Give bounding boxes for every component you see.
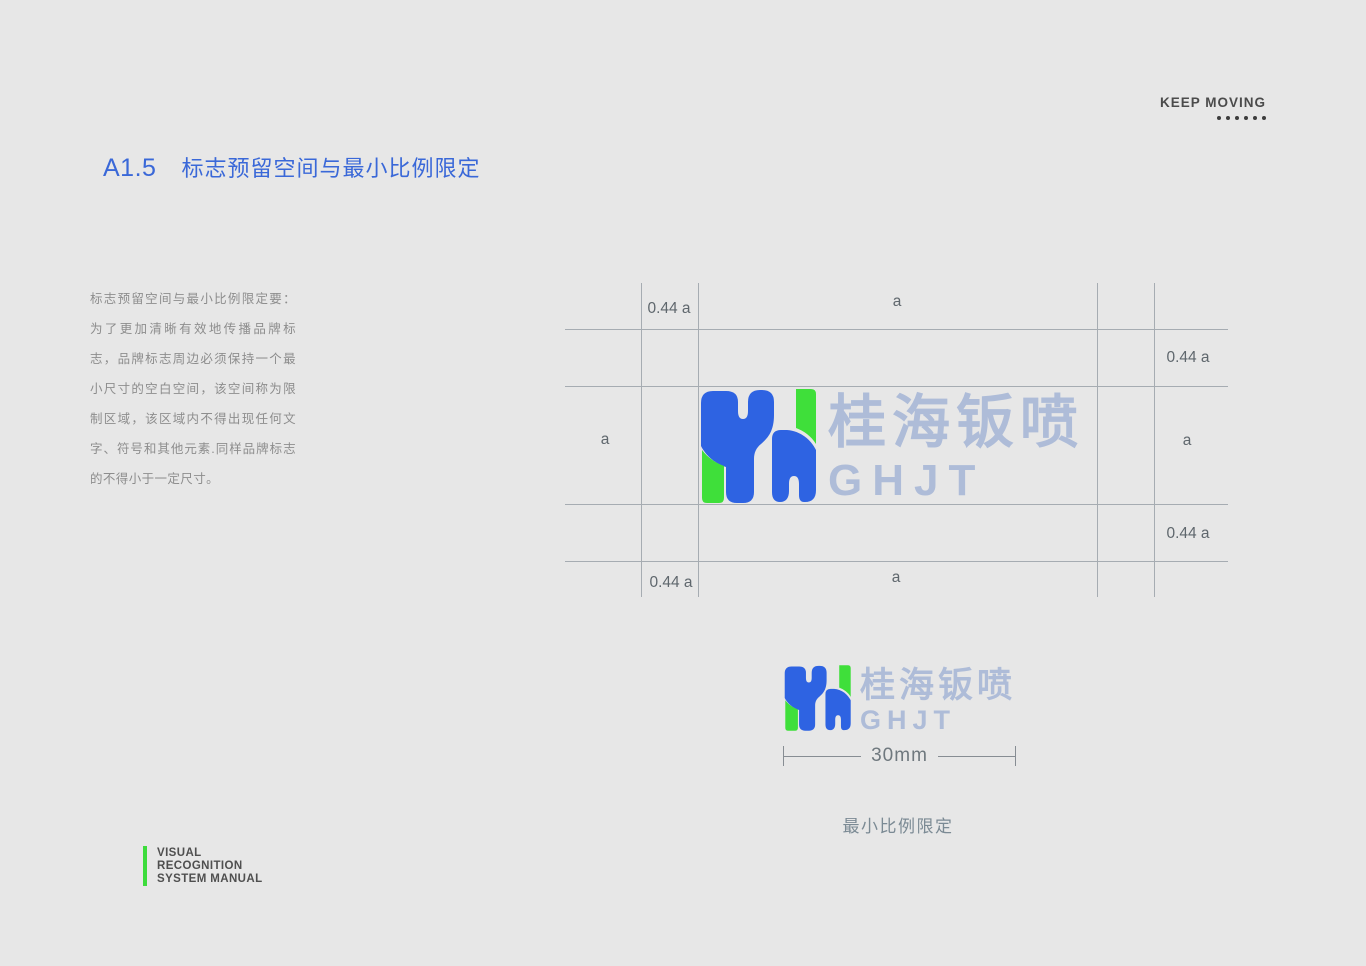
section-title: A1.5 标志预留空间与最小比例限定 [103, 151, 480, 183]
measure-label-right-middle: a [1182, 432, 1192, 449]
logo-icon [698, 387, 820, 505]
logo-wordmark: 桂海钣喷 GHJT [828, 394, 1084, 503]
measure-label-left-middle: a [600, 431, 610, 448]
grid-line-vertical-3 [1097, 283, 1098, 597]
logo-latin-name: GHJT [860, 705, 957, 735]
measure-label-top-left: 0.44 a [647, 300, 691, 317]
clearspace-grid: 0.44 a a 0.44 a a a 0.44 a 0.44 a a [565, 283, 1228, 597]
grid-line-horizontal-4 [565, 561, 1228, 562]
footer-line-3: SYSTEM MANUAL [157, 873, 263, 885]
keep-moving-slogan: KEEP MOVING [1160, 95, 1266, 120]
grid-line-vertical-1 [641, 283, 642, 597]
grid-line-vertical-2 [698, 283, 699, 597]
logo-latin-name: GHJT [828, 456, 986, 505]
measure-label-bottom-center: a [891, 569, 901, 586]
footer-manual-label: VISUAL RECOGNITION SYSTEM MANUAL [143, 846, 263, 886]
measure-tick-left [783, 746, 784, 766]
footer-line-1: VISUAL [157, 847, 202, 859]
grid-line-horizontal-2 [565, 386, 1228, 387]
logo-cjk-name: 桂海钣喷 [828, 390, 1085, 455]
measure-label-right-lower: 0.44 a [1166, 525, 1210, 542]
logo-cjk-name: 桂海钣喷 [860, 666, 1017, 705]
logo-icon [783, 664, 853, 732]
min-size-measure-line: 30mm [783, 745, 1017, 767]
measure-tick-right [1015, 746, 1017, 766]
min-size-caption: 最小比例限定 [842, 817, 954, 836]
grid-line-vertical-4 [1154, 283, 1155, 597]
keep-moving-text: KEEP MOVING [1159, 95, 1266, 110]
measure-line-right [937, 755, 1016, 757]
footer-text: VISUAL RECOGNITION SYSTEM MANUAL [157, 846, 263, 886]
logo-lockup-large: 桂海钣喷 GHJT [698, 387, 1084, 505]
measure-line-left [784, 755, 862, 757]
measure-label-top-center: a [892, 293, 902, 310]
slogan-dots [1160, 116, 1266, 120]
grid-line-horizontal-1 [565, 329, 1228, 330]
measure-value: 30mm [871, 745, 928, 766]
section-title-text: 标志预留空间与最小比例限定 [181, 156, 481, 181]
footer-green-bar [143, 846, 147, 886]
intro-paragraph: 标志预留空间与最小比例限定要：为了更加清晰有效地传播品牌标志，品牌标志周边必须保… [90, 292, 296, 486]
logo-wordmark: 桂海钣喷 GHJT [860, 668, 1016, 734]
section-code: A1.5 [103, 154, 157, 182]
footer-line-2: RECOGNITION [157, 860, 243, 872]
measure-label-right-upper: 0.44 a [1166, 349, 1210, 366]
grid-line-horizontal-3 [565, 504, 1228, 505]
measure-label-bottom-left: 0.44 a [649, 574, 693, 591]
logo-lockup-minimum: 桂海钣喷 GHJT [783, 664, 1016, 734]
